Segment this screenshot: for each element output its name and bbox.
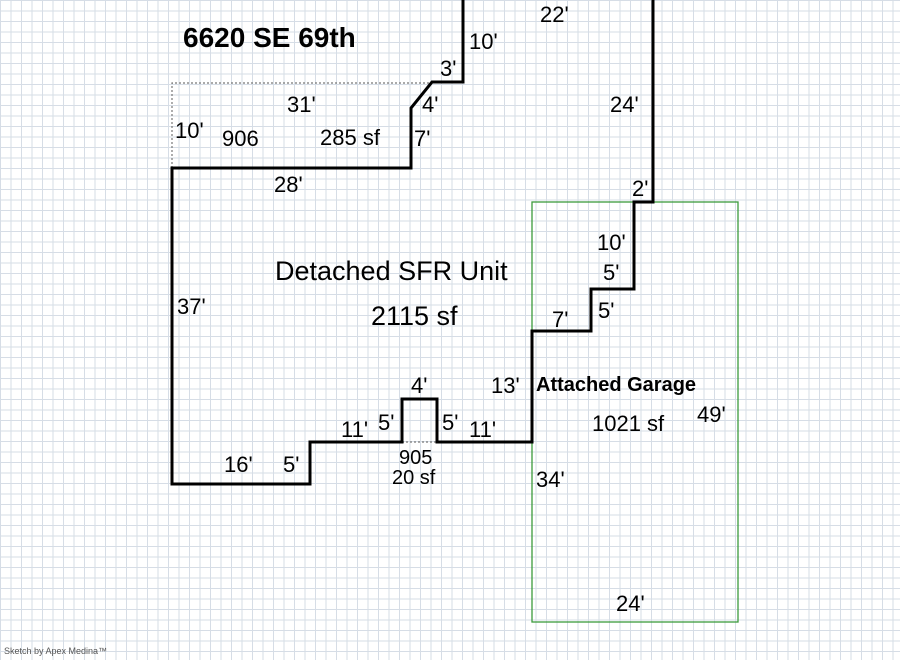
dim-bottom-5: 5': [283, 452, 299, 477]
dim-main-28: 28': [274, 172, 303, 197]
bump-area-sf: 20 sf: [392, 467, 436, 489]
dim-upper-7: 7': [414, 126, 430, 151]
dim-upper-31: 31': [287, 92, 316, 117]
dim-upper-4: 4': [422, 92, 438, 117]
dim-step-13: 13': [491, 373, 520, 398]
dim-right-24: 24': [610, 92, 639, 117]
dim-bottom-11-right: 11': [469, 417, 496, 442]
dim-step-5b: 5': [598, 298, 614, 323]
property-address: 6620 SE 69th: [183, 22, 356, 53]
dim-step-3: 3': [440, 56, 456, 81]
sketch-credit: Sketch by Apex Medina™: [4, 646, 108, 656]
main-area-sf: 2115 sf: [371, 301, 458, 331]
upper-area-code: 906: [222, 126, 259, 151]
main-area-name: Detached SFR Unit: [275, 256, 508, 286]
dim-bottom-16: 16': [224, 452, 253, 477]
dim-step-2: 2': [632, 176, 648, 201]
dim-top-10: 10': [469, 29, 498, 54]
upper-area-sf: 285 sf: [320, 125, 381, 150]
dim-garage-34: 34': [536, 467, 565, 492]
dim-top-22: 22': [540, 2, 569, 27]
dim-garage-24: 24': [616, 591, 645, 616]
dim-left-37: 37': [177, 294, 206, 319]
garage-area-sf: 1021 sf: [592, 411, 665, 436]
dim-step-5a: 5': [603, 260, 619, 285]
dim-step-7: 7': [552, 307, 568, 332]
dim-garage-49: 49': [697, 402, 726, 427]
dim-bump-5-left: 5': [378, 410, 394, 435]
dim-bottom-11-left: 11': [341, 417, 368, 442]
bump-area-code: 905: [399, 447, 432, 469]
main-outline: [170, 0, 655, 486]
dim-bump-5-right: 5': [442, 410, 458, 435]
upper-area-dotted-boundary: [171, 82, 432, 168]
garage-name: Attached Garage: [536, 374, 696, 396]
dim-step-10: 10': [597, 230, 626, 255]
dim-bump-4: 4': [411, 373, 427, 398]
dim-upper-10: 10': [175, 118, 204, 143]
